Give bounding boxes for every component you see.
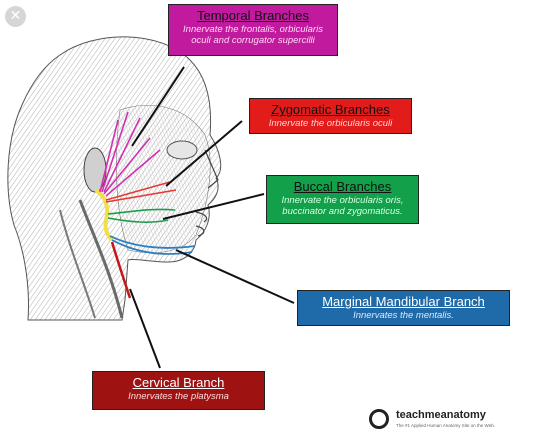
eye (166, 140, 198, 160)
logo-tagline: The #1 Applied Human Anatomy Site on the… (396, 423, 495, 428)
buccal-desc-line2: buccinator and zygomaticus. (282, 206, 403, 217)
buccal-title: Buccal Branches (293, 179, 392, 194)
temporal-branches (99, 111, 161, 197)
mandibular-title: Marginal Mandibular Branch (322, 294, 485, 309)
buccal-desc-line1: Innervate the orbicularis oris, (281, 195, 404, 206)
lips (195, 211, 208, 237)
marginal-mandibular-branch-label: Marginal Mandibular Branch Innervates th… (297, 290, 510, 326)
close-button[interactable]: ✕ (5, 6, 26, 27)
cervical-branch (110, 241, 132, 299)
buccal-branches-label: Buccal Branches Innervate the orbiculari… (266, 175, 419, 224)
temporal-desc-line1: Innervate the frontalis, orbicularis (183, 24, 323, 35)
nose (204, 149, 219, 189)
cervical-title: Cervical Branch (132, 375, 225, 390)
zygomatic-title: Zygomatic Branches (271, 102, 390, 117)
face-shading (115, 105, 211, 254)
ear (83, 147, 107, 193)
zygomatic-desc: Innervate the orbicularis oculi (268, 118, 393, 129)
buccal-branches (107, 208, 176, 223)
copyright-icon (369, 409, 389, 429)
teachmeanatomy-logo: teachmeanatomy The #1 Applied Human Anat… (369, 408, 519, 434)
logo-name: teachmeanatomy (396, 409, 486, 421)
zygomatic-branches-label: Zygomatic Branches Innervate the orbicul… (249, 98, 412, 134)
temporal-title: Temporal Branches (197, 8, 309, 23)
cervical-branch-label: Cervical Branch Innervates the platysma (92, 371, 265, 410)
temporal-desc-line2: oculi and corrugator supercilli (191, 35, 315, 46)
close-icon[interactable]: ✕ (9, 8, 22, 24)
leader-lines (129, 66, 295, 369)
cervical-desc: Innervates the platysma (128, 391, 229, 402)
neck-muscle (78, 199, 124, 319)
zygomatic-branches (105, 181, 177, 203)
facial-nerve-trunk (94, 188, 114, 242)
mandibular-desc: Innervates the mentalis. (353, 310, 454, 321)
temporal-branches-label: Temporal Branches Innervate the frontali… (168, 4, 338, 56)
